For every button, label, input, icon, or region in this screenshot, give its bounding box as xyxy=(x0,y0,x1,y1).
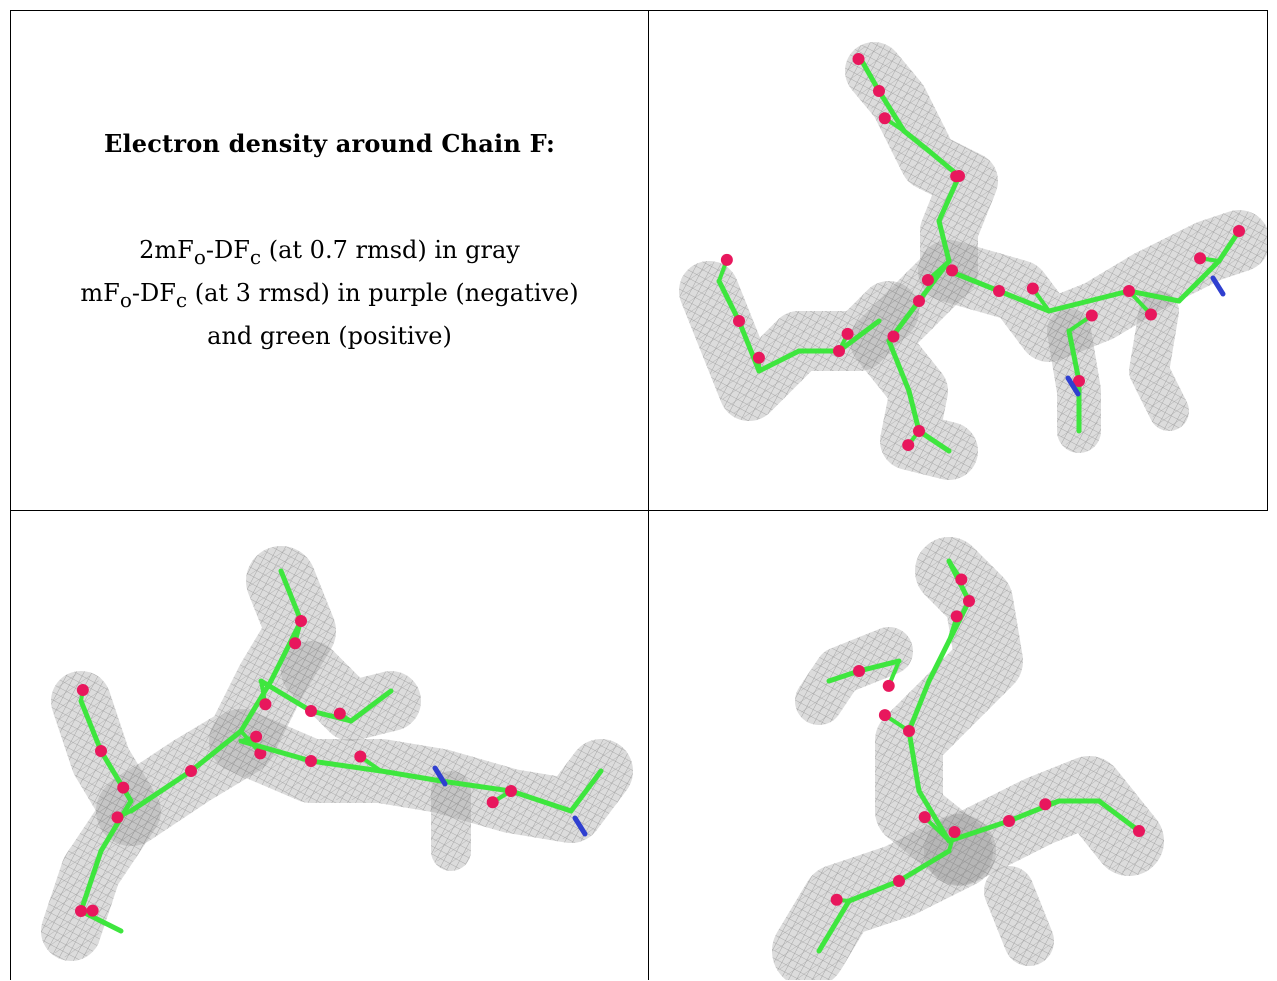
density-mesh-blob xyxy=(918,210,1267,362)
oxygen-atom xyxy=(295,615,307,627)
oxygen-atom xyxy=(913,425,925,437)
oxygen-atom xyxy=(1039,798,1052,811)
oxygen-atom xyxy=(259,698,272,711)
oxygen-atom xyxy=(333,707,346,720)
density-mesh-blob xyxy=(795,627,913,725)
oxygen-atom xyxy=(853,665,865,677)
oxygen-atom xyxy=(111,811,124,824)
oxygen-atom xyxy=(1003,815,1015,827)
oxygen-atom xyxy=(289,637,302,650)
oxygen-atom xyxy=(354,750,367,763)
oxygen-atom xyxy=(918,811,931,824)
oxygen-atom xyxy=(95,745,107,757)
rule-middle-horizontal xyxy=(10,510,1268,511)
oxygen-atom xyxy=(505,785,517,797)
oxygen-atom xyxy=(903,725,915,737)
oxygen-atom xyxy=(254,747,267,760)
oxygen-atom xyxy=(76,683,89,696)
oxygen-atom xyxy=(913,295,925,307)
oxygen-atom xyxy=(1144,308,1157,321)
legend-line-difference: mFo-DFc (at 3 rmsd) in purple (negative) xyxy=(80,278,579,312)
oxygen-atom xyxy=(878,709,891,722)
figure-legend: 2mFo-DFc (at 0.7 rmsd) in gray mFo-DFc (… xyxy=(80,232,578,354)
atom-model xyxy=(716,253,882,374)
oxygen-atom xyxy=(752,351,765,364)
oxygen-atom xyxy=(1123,285,1135,297)
oxygen-atom xyxy=(1085,309,1098,322)
oxygen-atom xyxy=(1133,825,1145,837)
oxygen-atom xyxy=(75,905,87,917)
atom-model xyxy=(1066,309,1098,434)
panel-top-right xyxy=(649,11,1267,510)
oxygen-atom xyxy=(1233,225,1245,237)
density-mesh-blob xyxy=(679,261,919,421)
oxygen-atom xyxy=(1194,252,1207,265)
oxygen-atom xyxy=(953,170,965,182)
oxygen-atom xyxy=(893,875,905,887)
oxygen-atom xyxy=(305,705,317,717)
oxygen-atom xyxy=(963,595,975,607)
atom-model xyxy=(918,798,1145,844)
legend-line-positive: and green (positive) xyxy=(207,321,452,350)
oxygen-atom xyxy=(720,253,733,266)
oxygen-atom xyxy=(921,273,934,286)
oxygen-atom xyxy=(733,315,745,327)
density-mesh-blob xyxy=(984,866,1054,966)
oxygen-atom xyxy=(833,345,845,357)
nitrogen-atom xyxy=(572,815,588,837)
rule-right xyxy=(1267,10,1268,510)
density-render-top-right xyxy=(679,42,1267,480)
panel-bottom-left xyxy=(11,511,648,980)
atom-model xyxy=(258,678,394,724)
atom-model xyxy=(111,568,307,824)
figure-table: Electron density around Chain F: 2mFo-DF… xyxy=(10,10,1268,980)
oxygen-atom xyxy=(873,85,885,97)
rule-left xyxy=(10,10,11,980)
oxygen-atom xyxy=(305,755,317,767)
density-mesh-blob xyxy=(875,537,1023,885)
oxygen-atom xyxy=(946,264,959,277)
oxygen-atom xyxy=(950,610,963,623)
oxygen-atom xyxy=(185,765,197,777)
atom-model xyxy=(75,683,134,934)
nitrogen-atom xyxy=(1065,375,1081,397)
atom-model xyxy=(816,825,961,954)
oxygen-atom xyxy=(86,904,99,917)
oxygen-atom xyxy=(993,285,1005,297)
oxygen-atom xyxy=(830,893,843,906)
figure-title: Electron density around Chain F: xyxy=(103,129,556,158)
oxygen-atom xyxy=(852,53,865,66)
oxygen-atom xyxy=(902,439,915,452)
atom-model xyxy=(238,730,604,814)
oxygen-atom xyxy=(955,573,968,586)
nitrogen-atom xyxy=(1210,275,1226,297)
oxygen-atom xyxy=(878,112,891,125)
oxygen-atom xyxy=(882,679,895,692)
atom-model xyxy=(852,53,965,454)
oxygen-atom xyxy=(948,825,961,838)
oxygen-atom xyxy=(887,330,900,343)
oxygen-atom xyxy=(1026,282,1039,295)
nitrogen-atom xyxy=(432,765,448,787)
rule-middle-vertical xyxy=(648,10,649,980)
density-render-bottom-left xyxy=(41,546,633,961)
density-mesh-blob xyxy=(281,641,421,741)
atom-model xyxy=(826,658,902,692)
density-mesh-blob xyxy=(1129,291,1189,431)
oxygen-atom xyxy=(250,730,263,743)
caption-cell: Electron density around Chain F: 2mFo-DF… xyxy=(11,11,648,510)
oxygen-atom xyxy=(841,327,854,340)
atom-model xyxy=(946,225,1245,321)
oxygen-atom xyxy=(1073,375,1085,387)
panel-bottom-right xyxy=(649,511,1267,980)
density-render-bottom-right xyxy=(772,537,1164,980)
oxygen-atom xyxy=(486,796,499,809)
rule-top xyxy=(10,10,1268,11)
atom-model xyxy=(878,558,975,844)
oxygen-atom xyxy=(117,781,130,794)
legend-line-gray: 2mFo-DFc (at 0.7 rmsd) in gray xyxy=(139,236,520,269)
